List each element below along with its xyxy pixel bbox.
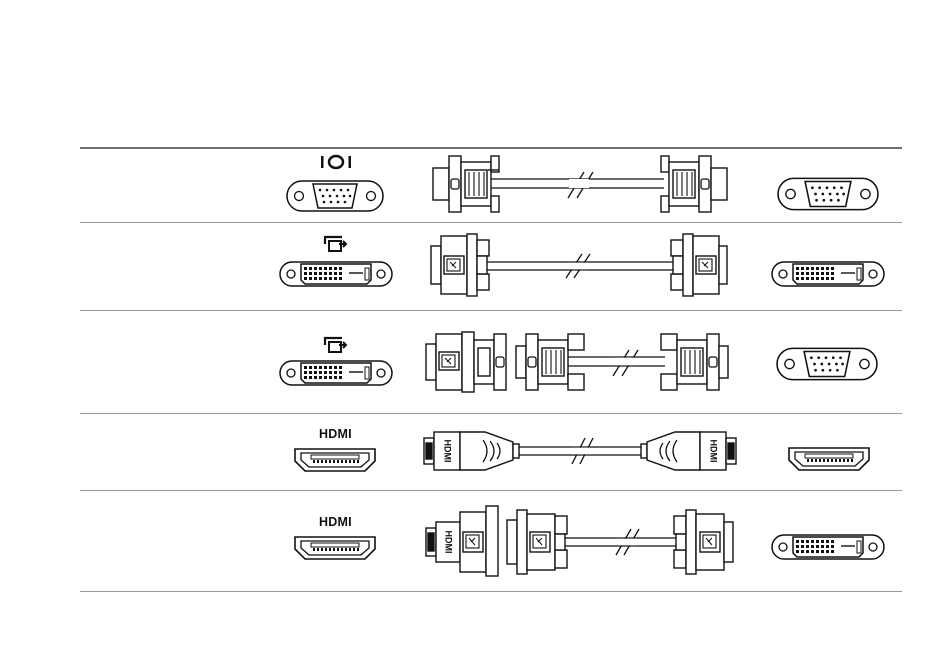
hdmi-port-label: HDMI [319,427,352,441]
dvi-cable-icon [430,232,728,298]
hdmi-port-icon [293,447,377,473]
hdmi-port-label: HDMI [319,515,352,529]
dvi-port-icon [279,359,393,387]
row-divider [80,490,902,491]
hdmi-cable-icon: HDMI HDMI [423,430,737,472]
hdmi-plug-text: HDMI [444,531,454,554]
row-divider [80,413,902,414]
vga-cable-icon [432,154,728,214]
row-divider [80,222,902,223]
hdmi-port-icon [293,535,377,561]
vga-cable-icon [515,332,729,392]
table-header-rule [80,147,902,149]
dvi-symbol-icon [322,235,348,253]
dvi-port-icon [771,533,885,561]
hdmi-plug-text: HDMI [443,440,453,463]
dvi-cable-icon [506,508,734,576]
dvi-port-icon [771,260,885,288]
row-divider [80,591,902,592]
hdmi-to-dvi-adapter-icon: HDMI [425,504,501,578]
row-divider [80,310,902,311]
vga-port-icon [776,345,878,383]
vga-port-icon [286,178,384,214]
dvi-port-icon [279,260,393,288]
dvi-symbol-icon [322,336,348,354]
hdmi-plug-text: HDMI [709,440,719,463]
vga-port-icon [777,175,879,213]
vga-symbol-icon [320,155,352,169]
dvi-to-vga-adapter-icon [425,330,509,394]
hdmi-port-icon [787,446,871,472]
